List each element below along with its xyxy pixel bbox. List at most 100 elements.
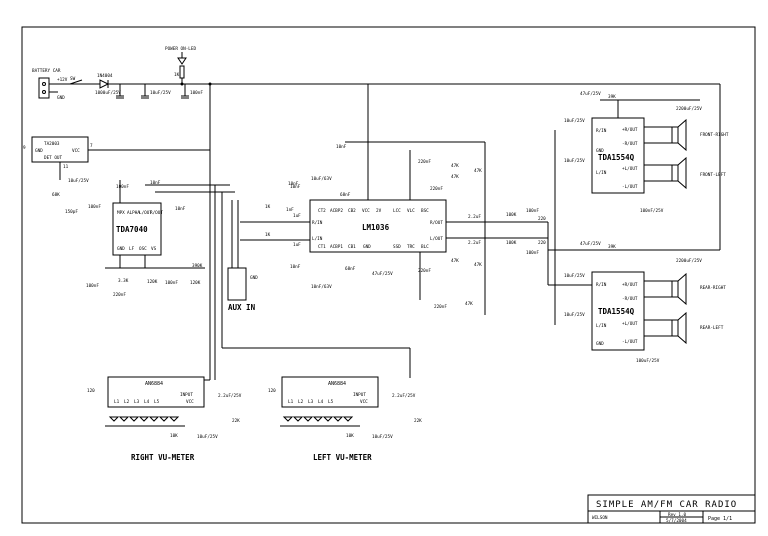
lm1036-pin-lcc: LCC (393, 208, 401, 214)
lm1036-part-14: 220nF (430, 186, 443, 192)
ta2003-pin9: 9 (23, 145, 26, 151)
right-vu-part-3: 10K (170, 433, 178, 439)
front-amp-name: TDA1554Q (598, 153, 635, 162)
lm1036-part-1: 1uF (293, 213, 301, 219)
tda7040-part-4: 10nF (150, 180, 161, 186)
rear-tda1554q-chip (591, 271, 645, 351)
aux-label: AUX IN (228, 303, 256, 312)
lm1036-pin-blc: BLC (421, 244, 429, 250)
left-vu-pin-l1: L1 (288, 399, 294, 405)
left-vu-leds (282, 416, 354, 422)
front-amp-lout-plus: +L/OUT (622, 166, 638, 172)
cap-100nf: 100nF (190, 90, 203, 96)
ta2003-pin11: 11 (63, 164, 69, 170)
tda7040-part-8: 220nF (113, 292, 126, 298)
left-an6884-chip (281, 376, 379, 408)
lm1036-part-0: 1K (265, 204, 271, 210)
lm1036-part-25: 100K (506, 212, 517, 218)
aux-input: AUX IN GND (227, 200, 258, 312)
lm1036-part-21: 47K (474, 262, 482, 268)
rear-amp-lout-minus: -L/OUT (622, 339, 638, 345)
lm1036-part-2: 1nF (286, 207, 294, 213)
lm1036-part-10: 10nF/63V (311, 284, 332, 290)
cap-1000uf: 1000uF/25V (95, 90, 121, 96)
rear-amp-name: TDA1554Q (598, 307, 635, 316)
front-amp-part-5: 100nF/25V (640, 208, 664, 214)
right-vu-pin-input: INPUT (180, 392, 193, 398)
front-amp-lout-minus: -L/OUT (622, 184, 638, 190)
led-resistor (179, 65, 185, 79)
ta2003-det: DET OUT (44, 155, 63, 161)
tda7040-pin-lout: L/OUT (139, 210, 152, 216)
tda7040-part-2: 150pF (65, 209, 78, 215)
title-block: SIMPLE AM/FM CAR RADIO WILSON Rev 1.0 5/… (587, 494, 756, 524)
front-amplifier: TDA1554Q R/IN L/IN GND +R/OUT -R/OUT +L/… (547, 84, 729, 285)
lm1036-part-27: 100nF (526, 208, 539, 214)
tda7040-name: TDA7040 (116, 225, 148, 234)
lm1036-part-18: 47K (451, 174, 459, 180)
lm1036-pin-vcc: VCC (362, 208, 370, 214)
front-amp-part-0: 47uF/25V (580, 91, 601, 97)
rear-amp-rin: R/IN (596, 282, 607, 288)
rear-amp-part-5: 100uF/25V (636, 358, 660, 364)
led-resistor-label: 1K (174, 72, 180, 78)
date: 5/7/2004 (666, 518, 687, 524)
lm1036-part-29: 220 (538, 216, 546, 222)
lm1036-part-26: 100K (506, 240, 517, 246)
front-amp-rout-minus: -R/OUT (622, 141, 638, 147)
author: WILSON (592, 515, 608, 521)
lm1036-part-20: 47K (451, 258, 459, 264)
left-vu-pin-vcc: VCC (360, 399, 368, 405)
battery-label: BATTERY CAR (32, 68, 61, 74)
front-amp-gnd: GND (596, 148, 604, 154)
rear-amp-rout-minus: -R/OUT (622, 296, 638, 302)
ta2003-pin7: 7 (90, 143, 93, 149)
lm1036-part-11: 68nF (345, 266, 356, 272)
right-vu-pin-l1: L1 (114, 399, 120, 405)
aux-gnd: GND (250, 275, 258, 281)
lm1036-part-4: 1uF (293, 242, 301, 248)
lm1036-part-3: 1K (265, 232, 271, 238)
front-right-speaker (671, 118, 687, 152)
right-vu-label: RIGHT VU-METER (131, 453, 195, 462)
lm1036-pin-2v: 2V (376, 208, 382, 214)
left-vu-pin-l4: L4 (318, 399, 324, 405)
led-label: POWER ON-LED (165, 46, 196, 52)
lm1036-part-16: 220nF (434, 304, 447, 310)
left-vu-part-2: 22K (414, 418, 422, 424)
rear-amp-part-2: 2200uF/25V (676, 258, 702, 264)
tda7040-part-11: 100nF (165, 280, 178, 286)
right-vu-part-4: 10uF/25V (197, 434, 218, 440)
lm1036-pin-trc: TRC (407, 244, 415, 250)
lm1036-lin: L/IN (312, 236, 323, 242)
right-vu-pin-l2: L2 (124, 399, 130, 405)
left-vu-part-0: 120 (268, 388, 276, 394)
right-an6884-chip (107, 376, 205, 408)
lm1036-part-30: 220 (538, 240, 546, 246)
power-led (177, 57, 187, 65)
left-vu-part-1: 2.2uF/25V (392, 393, 416, 399)
tda7040-pin-alpha: ALPHA (127, 210, 140, 216)
rear-amp-gnd: GND (596, 341, 604, 347)
tda7040-decoder: TDA7040 MPX ALPHA L/OUT R/OUT GND LF OSC… (52, 178, 235, 298)
right-vu-part-2: 22K (232, 418, 240, 424)
lm1036-part-12: 47uF/25V (372, 271, 393, 277)
lm1036-part-31: 10nF (288, 181, 299, 187)
left-vu-label: LEFT VU-METER (313, 453, 372, 462)
rear-right-label: REAR-RIGHT (700, 285, 726, 291)
tda7040-part-13: 120K (190, 280, 201, 286)
ta2003-tuner: TA2003 GND VCC DET OUT 9 7 11 (23, 136, 210, 180)
tda7040-pin-lf: LF (129, 246, 135, 252)
right-vu-chip-name: AN6884 (145, 381, 163, 387)
tda7040-part-7: 100nF (86, 283, 99, 289)
front-amp-part-3: 10uF/25V (564, 118, 585, 124)
tda7040-part-12: 390K (192, 263, 203, 269)
lm1036-part-8: 68nF (340, 192, 351, 198)
lm1036-pin-bsc: BSC (421, 208, 429, 214)
left-vu-meter: AN6884 L1 L2 L3 L4 L5 INPUT VCC LEFT VU-… (222, 347, 422, 462)
lm1036-rout: R/OUT (430, 220, 443, 226)
switch-label: SW (70, 76, 76, 82)
right-vu-pin-vcc: VCC (186, 399, 194, 405)
ta2003-vcc: VCC (72, 148, 80, 154)
